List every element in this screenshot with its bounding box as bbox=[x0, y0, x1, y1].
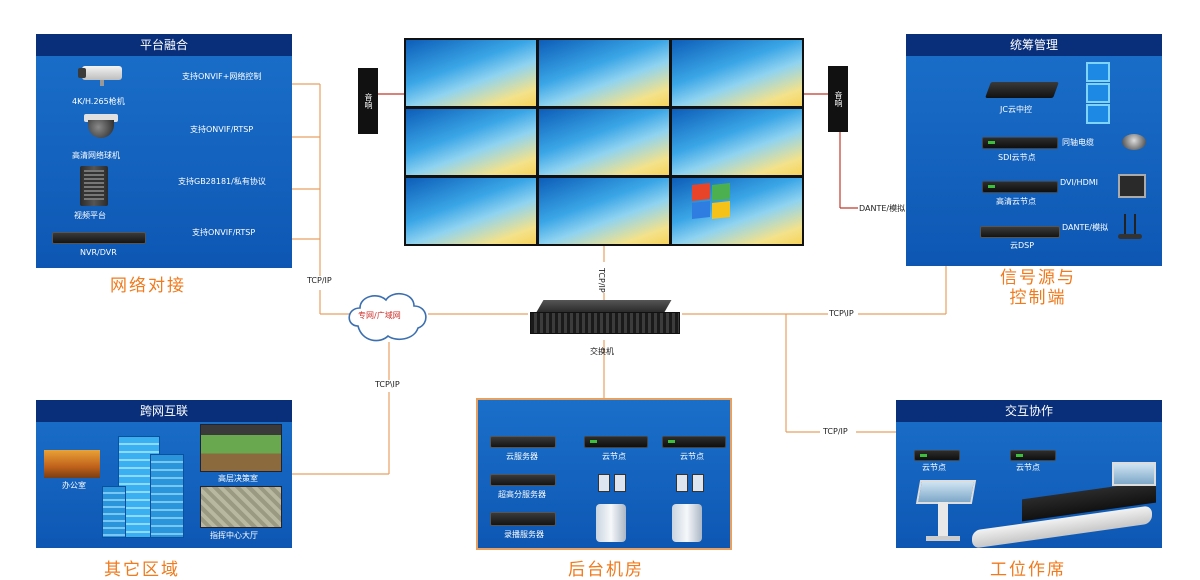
panel-title: 平台融合 bbox=[36, 34, 292, 56]
device-label: 云DSP bbox=[1010, 241, 1035, 250]
microphone-icon bbox=[1118, 214, 1142, 240]
link-label: 支持ONVIF/RTSP bbox=[192, 228, 256, 237]
power-icon bbox=[1086, 104, 1110, 124]
item-name: 视频平台 bbox=[74, 211, 106, 220]
tcp-ip-label: TCP\IP bbox=[374, 380, 401, 389]
cloud-node-icon bbox=[584, 436, 648, 448]
panel-title: 统筹管理 bbox=[906, 34, 1162, 56]
tcp-ip-label: TCP/IP bbox=[306, 276, 333, 285]
office-photo bbox=[44, 450, 100, 478]
terminal-icon bbox=[614, 474, 626, 492]
home-icon bbox=[1086, 62, 1110, 82]
terminal-icon bbox=[676, 474, 688, 492]
item-name: 高清网络球机 bbox=[72, 151, 120, 160]
tcp-ip-label: TCP\IP bbox=[828, 309, 855, 318]
link-label: 支持ONVIF+网络控制 bbox=[182, 72, 262, 81]
decision-room-photo bbox=[200, 424, 282, 472]
node-label: 云节点 bbox=[680, 452, 704, 461]
left-speaker: 音响 bbox=[358, 68, 378, 134]
signal-source-caption: 信号源与 控制端 bbox=[1000, 268, 1076, 308]
panel-title: 跨网互联 bbox=[36, 400, 292, 422]
screen-tile bbox=[406, 40, 536, 106]
terminal-icon bbox=[598, 474, 610, 492]
dante-label: DANTE/模拟 bbox=[858, 203, 907, 214]
conference-camera-icon bbox=[1122, 134, 1146, 150]
area-label: 指挥中心大厅 bbox=[210, 531, 258, 540]
backend-room-caption: 后台机房 bbox=[568, 560, 644, 580]
video-wall bbox=[404, 38, 804, 246]
cloud-server-icon bbox=[490, 436, 556, 448]
node-label: 云节点 bbox=[602, 452, 626, 461]
item-name: 4K/H.265枪机 bbox=[72, 97, 125, 106]
server-label: 超高分服务器 bbox=[498, 490, 546, 499]
link-label: 支持GB28181/私有协议 bbox=[178, 177, 266, 186]
switch-label: 交换机 bbox=[590, 347, 614, 356]
area-label: 办公室 bbox=[62, 481, 86, 490]
windows-logo-icon bbox=[692, 183, 732, 220]
device-label: 高清云节点 bbox=[996, 197, 1036, 206]
signal-source-caption-line2: 控制端 bbox=[1009, 288, 1067, 308]
video-platform-icon bbox=[80, 166, 108, 206]
dome-camera-icon bbox=[84, 114, 118, 140]
server-label: 录播服务器 bbox=[504, 530, 544, 539]
bullet-camera-icon bbox=[78, 64, 128, 86]
cloud-shape bbox=[348, 293, 427, 342]
panel-title: 交互协作 bbox=[896, 400, 1162, 422]
network-docking-caption: 网络对接 bbox=[110, 276, 186, 296]
recording-server-icon bbox=[490, 512, 556, 526]
tcp-ip-label: TCP/IP bbox=[596, 268, 607, 293]
sdi-node-icon bbox=[982, 137, 1058, 149]
device-label: JC云中控 bbox=[1000, 105, 1032, 114]
screen-tile bbox=[539, 40, 669, 106]
signal-source-caption-line1: 信号源与 bbox=[1000, 268, 1076, 288]
tcp-ip-label: TCP/IP bbox=[822, 427, 849, 436]
cloud-node-icon bbox=[662, 436, 726, 448]
screen-tile bbox=[406, 109, 536, 175]
jc-controller-icon bbox=[985, 82, 1059, 98]
screen-tile bbox=[672, 40, 802, 106]
cloud-dsp-icon bbox=[980, 226, 1060, 238]
cloud-node-icon bbox=[1010, 450, 1056, 461]
command-hall-photo bbox=[200, 486, 282, 528]
server-label: 云服务器 bbox=[506, 452, 538, 461]
workstation-caption: 工位作席 bbox=[990, 560, 1066, 580]
database-icon bbox=[596, 504, 626, 542]
network-switch-icon bbox=[526, 300, 682, 336]
output-label: DANTE/模拟 bbox=[1062, 223, 1109, 232]
touch-console-icon bbox=[915, 478, 977, 542]
cloud-node-icon bbox=[914, 450, 960, 461]
computer-icon bbox=[1118, 174, 1146, 198]
output-label: 同轴电缆 bbox=[1062, 138, 1094, 147]
item-name: NVR/DVR bbox=[80, 248, 117, 257]
link-label: 支持ONVIF/RTSP bbox=[190, 125, 254, 134]
screen-tile bbox=[539, 178, 669, 244]
platform-fusion-panel: 平台融合 bbox=[36, 34, 292, 268]
light-icon bbox=[1086, 83, 1110, 103]
database-icon bbox=[672, 504, 702, 542]
right-speaker: 音响 bbox=[828, 66, 848, 132]
screen-tile bbox=[539, 109, 669, 175]
hd-node-icon bbox=[982, 181, 1058, 193]
device-label: SDI云节点 bbox=[998, 153, 1036, 162]
screen-tile bbox=[672, 109, 802, 175]
other-areas-caption: 其它区域 bbox=[104, 560, 180, 580]
cloud-label: 专网/广域网 bbox=[358, 311, 401, 320]
building-icon bbox=[102, 432, 186, 538]
node-label: 云节点 bbox=[1016, 463, 1040, 472]
operator-console-icon bbox=[962, 460, 1158, 549]
nvr-icon bbox=[52, 232, 146, 244]
node-label: 云节点 bbox=[922, 463, 946, 472]
screen-tile bbox=[406, 178, 536, 244]
terminal-icon bbox=[692, 474, 704, 492]
uhd-server-icon bbox=[490, 474, 556, 486]
output-label: DVI/HDMI bbox=[1060, 178, 1098, 187]
area-label: 高层决策室 bbox=[218, 474, 258, 483]
